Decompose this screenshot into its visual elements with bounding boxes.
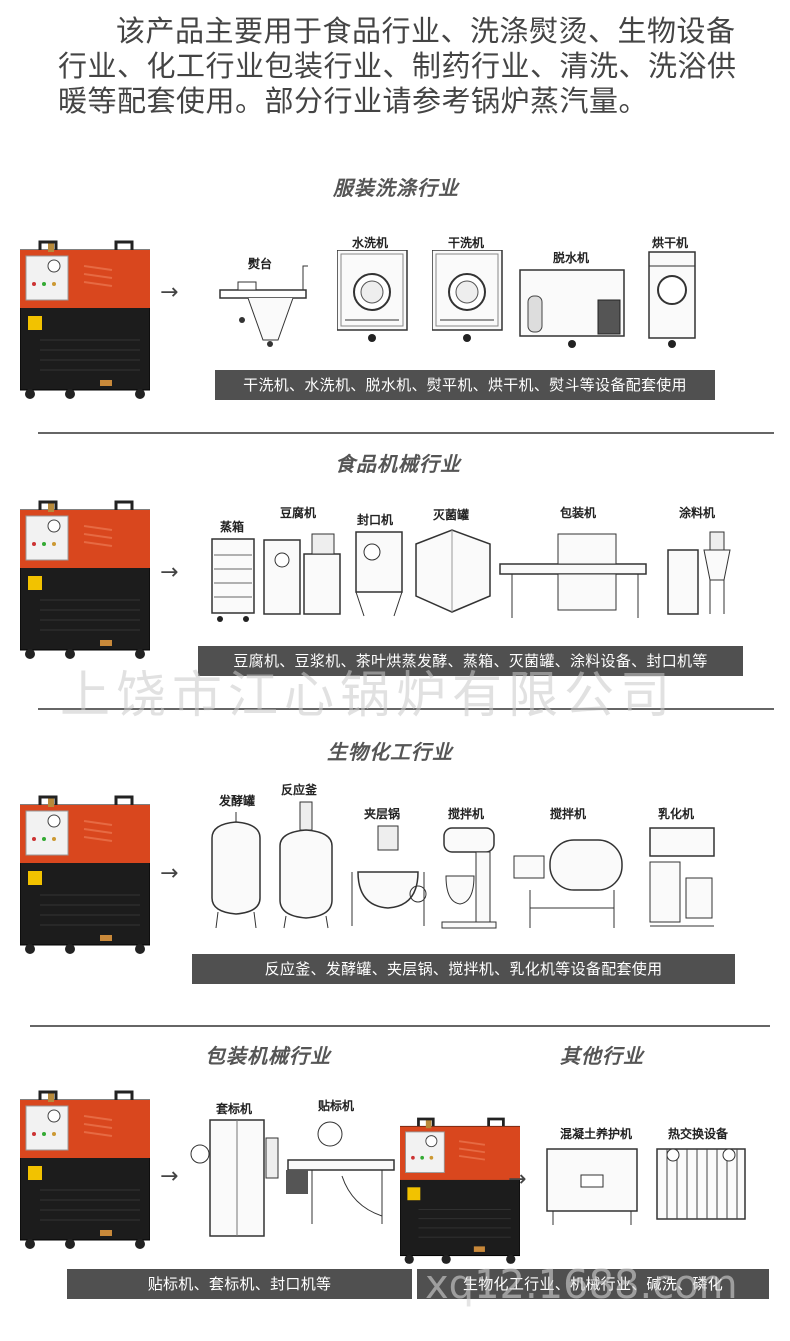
section-divider [38,432,774,434]
machine-label-dryer: 烘干机 [652,236,689,250]
coating-machine-image [667,531,731,615]
steam-boiler-image [20,1090,150,1250]
machine-label-curing-box: 混凝土养护机 [560,1127,633,1141]
machine-label-packaging-machine: 包装机 [560,506,597,520]
mixer-drum-image [513,839,623,928]
machine-label-sealing-machine: 封口机 [357,513,394,527]
machine-label-reactor: 反应釜 [281,783,318,797]
arrow-right-icon: → [508,1167,527,1192]
machine-label-labeler: 贴标机 [318,1099,355,1113]
emulsifier-image [649,827,715,927]
machine-label-mixer: 搅拌机 [448,807,485,821]
steam-box-image [211,538,255,622]
section-divider [30,1025,770,1027]
extractor-image [519,269,625,348]
machine-label-tofu-machine: 豆腐机 [280,506,317,520]
section-title-laundry: 服装洗涤行业 [333,176,459,200]
machine-label-washer: 水洗机 [352,236,389,250]
section-title-packaging: 包装机械行业 [205,1044,331,1068]
heat-exchanger-image [656,1148,746,1220]
caption-food: 豆腐机、豆浆机、茶叶烘蒸发酵、蒸箱、灭菌罐、涂料设备、封口机等 [198,646,743,676]
arrow-right-icon: → [160,560,179,585]
sleeve-labeler-image [190,1119,279,1237]
machine-label-coating-machine: 涂料机 [679,506,716,520]
reactor-image [279,801,333,929]
sealing-machine-image [355,531,403,617]
caption-laundry: 干洗机、水洗机、脱水机、熨平机、烘干机、熨斗等设备配套使用 [215,370,715,400]
machine-label-steam-box: 蒸箱 [220,520,245,534]
washer-image [337,250,408,343]
section-title-others: 其他行业 [560,1044,644,1068]
labeler-image [286,1121,395,1224]
curing-box-image [546,1148,638,1225]
section-divider [38,708,774,710]
jacketed-kettle-image [351,825,427,926]
machine-label-dry-cleaner: 干洗机 [448,236,485,250]
machine-label-emulsifier: 乳化机 [658,807,695,821]
sterilizer-image [415,529,491,613]
arrow-right-icon: → [160,1164,179,1189]
watermark-url: xq12.1688.com [425,1262,738,1308]
arrow-right-icon: → [160,861,179,886]
machine-label-mixer-2: 搅拌机 [550,807,587,821]
dryer-image [648,251,696,348]
machine-label-extractor: 脱水机 [553,251,590,265]
machine-label-sterilizer: 灭菌罐 [433,508,470,522]
caption-others: 生物化工行业、机械行业、碱洗、磷化 [417,1269,769,1299]
arrow-right-icon: → [160,280,179,305]
dry-cleaner-image [432,250,503,343]
intro-paragraph: 该产品主要用于食品行业、洗涤熨烫、生物设备行业、化工行业包装行业、制药行业、清洗… [58,14,758,119]
machine-label-heat-exchanger: 热交换设备 [668,1127,729,1141]
machine-label-jacketed-kettle: 夹层锅 [364,807,401,821]
machine-label-sleeve-labeler: 套标机 [216,1102,253,1116]
tofu-machine-image [263,533,341,615]
intro-text: 该产品主要用于食品行业、洗涤熨烫、生物设备行业、化工行业包装行业、制药行业、清洗… [58,14,737,118]
mixer-image [441,827,497,929]
section-title-food: 食品机械行业 [335,452,461,476]
steam-boiler-image [20,240,150,400]
ironing-table-image [219,265,308,347]
watermark-company: 上饶市江心锅炉有限公司 [60,666,676,724]
caption-biochem: 反应釜、发酵罐、夹层锅、搅拌机、乳化机等设备配套使用 [192,954,735,984]
machine-label-ironing-table: 熨台 [248,257,273,271]
steam-boiler-image [400,1117,520,1265]
packaging-machine-image [499,533,647,618]
steam-boiler-image [20,795,150,955]
fermenter-image [211,812,261,929]
caption-packaging: 贴标机、套标机、封口机等 [67,1269,412,1299]
steam-boiler-image [20,500,150,660]
section-title-biochem: 生物化工行业 [327,740,453,764]
machine-label-fermenter: 发酵罐 [219,794,256,808]
